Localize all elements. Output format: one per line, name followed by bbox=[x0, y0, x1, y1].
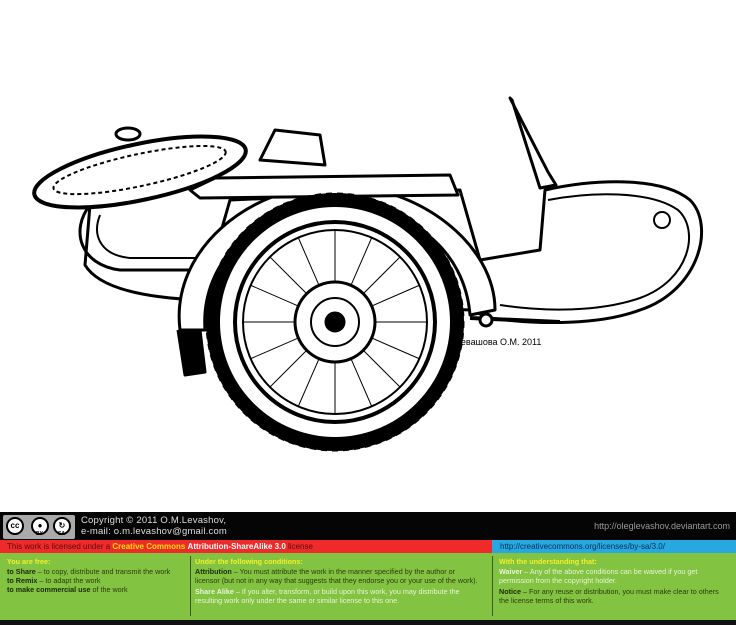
column-understanding: With the understanding that: Waiver – An… bbox=[499, 557, 719, 605]
artist-signature: Левашова О.М. 2011 bbox=[455, 337, 541, 347]
copyright: Copyright © 2011 O.M.Levashov, e-mail: o… bbox=[81, 515, 228, 537]
wheel bbox=[205, 192, 465, 452]
sa-icon: ↻ bbox=[53, 517, 71, 535]
cc-by-sa-badge[interactable]: cc ● ↻ BY SA bbox=[3, 515, 75, 539]
windshield bbox=[508, 96, 558, 190]
email-link[interactable]: e-mail: o.m.levashov@gmail.com bbox=[81, 526, 228, 537]
column-conditions: Under the following conditions: Attribut… bbox=[195, 557, 478, 605]
site-link[interactable]: http://oleglevashov.deviantart.com bbox=[594, 521, 730, 531]
license-name[interactable]: Attribution-ShareAlike 3.0 bbox=[187, 542, 286, 551]
cc-icon: cc bbox=[6, 517, 24, 535]
sidecar-illustration: Левашова О.М. 2011 bbox=[32, 96, 704, 452]
divider bbox=[190, 556, 191, 616]
column-free: You are free: to Share – to copy, distri… bbox=[7, 557, 171, 594]
spare-tire bbox=[32, 134, 248, 210]
by-icon: ● bbox=[31, 517, 49, 535]
header-bar bbox=[0, 512, 736, 540]
license-url[interactable]: http://creativecommons.org/licenses/by-s… bbox=[492, 540, 736, 553]
license-terms: You are free: to Share – to copy, distri… bbox=[0, 553, 736, 620]
license-statement: This work is licensed under a Creative C… bbox=[0, 540, 492, 553]
cc-link[interactable]: Creative Commons bbox=[112, 542, 186, 551]
divider bbox=[492, 556, 493, 616]
footer-edge bbox=[0, 620, 736, 625]
